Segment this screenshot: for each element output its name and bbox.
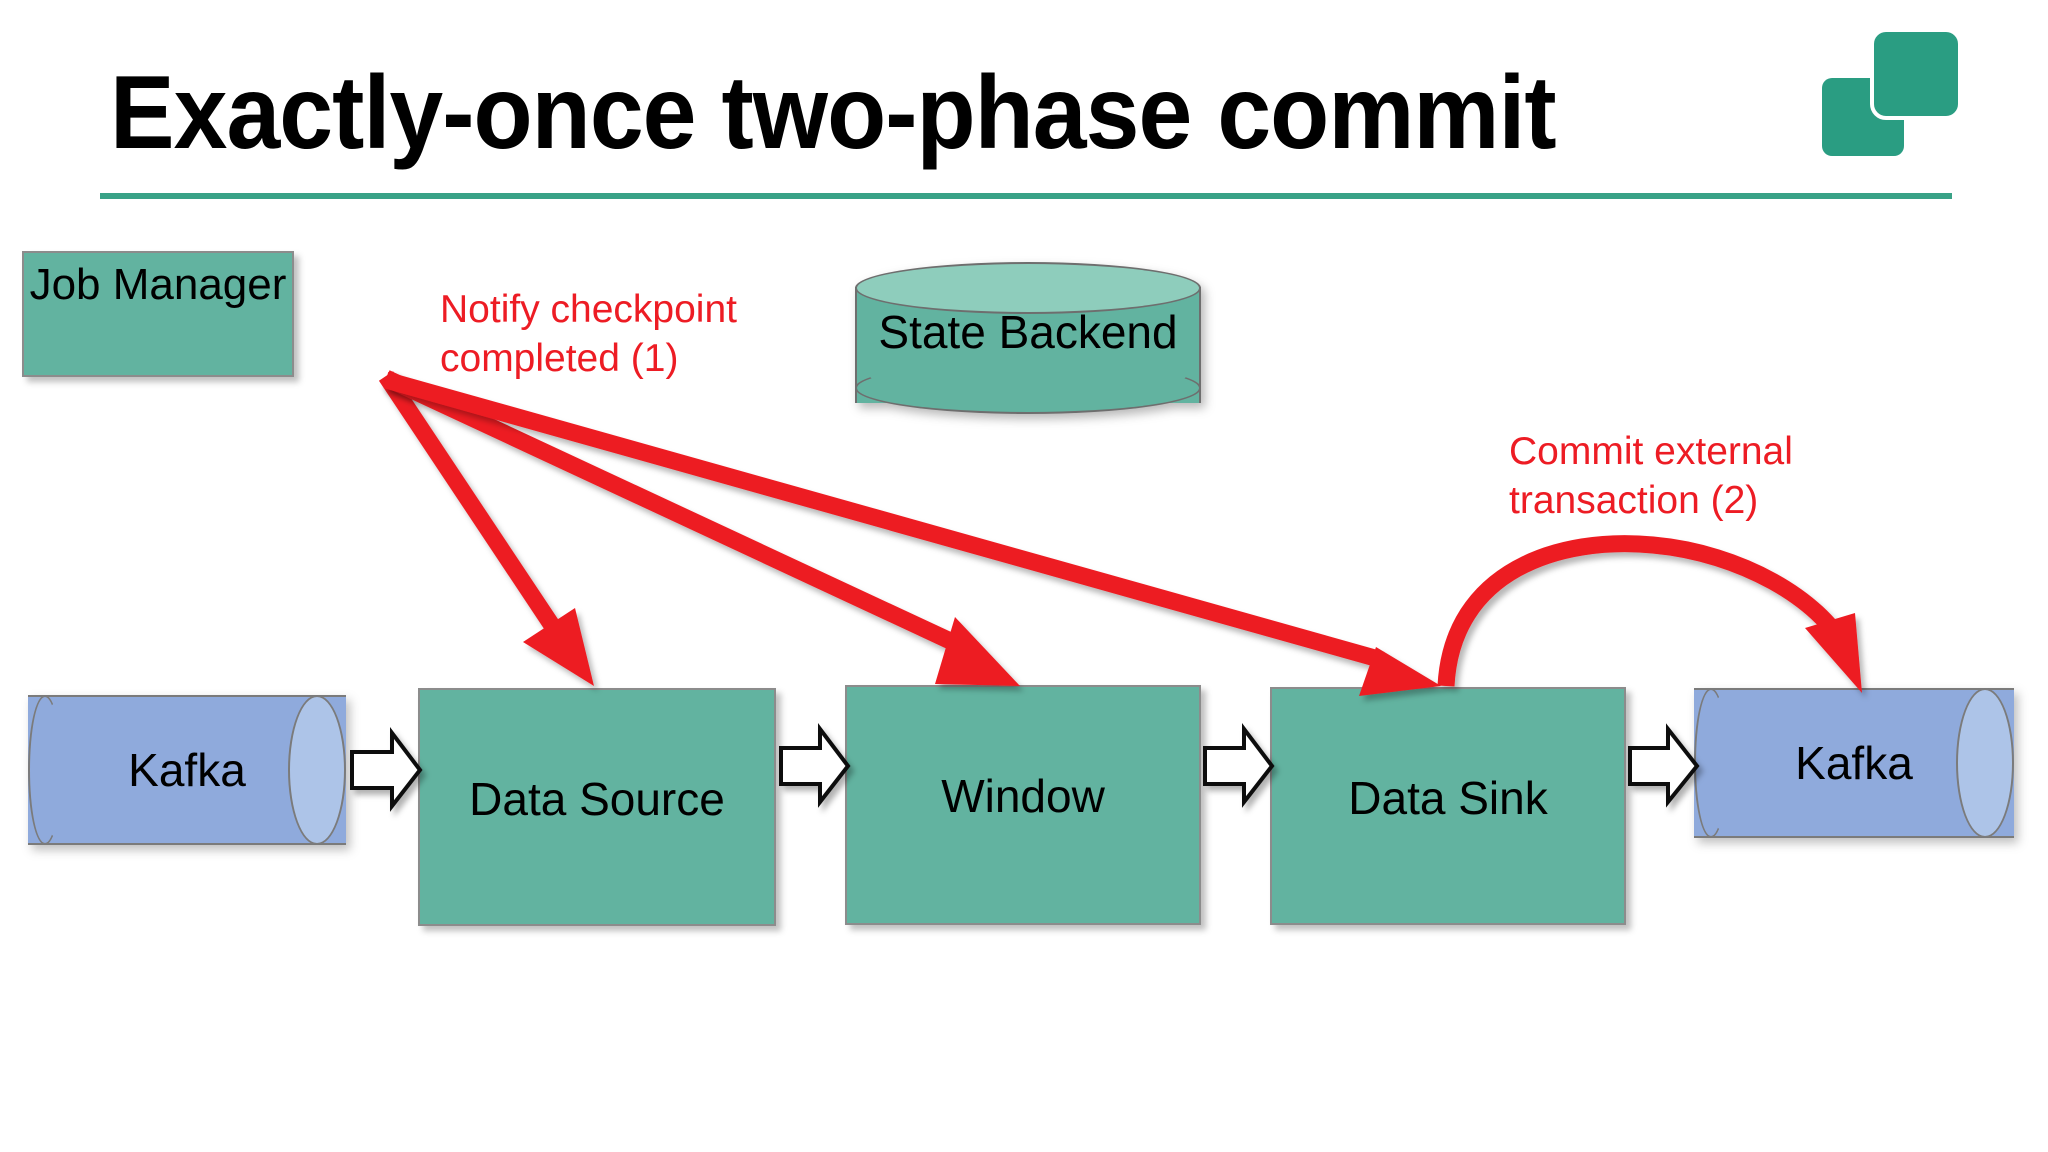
logo-square-front (1870, 28, 1962, 120)
node-data-sink-label: Data Sink (1348, 772, 1548, 824)
node-kafka-sink-label: Kafka (1795, 737, 1913, 789)
pipeline-arrow-window-to-sink (1203, 723, 1275, 808)
page-title: Exactly-once two-phase commit (110, 55, 1557, 171)
node-data-sink[interactable]: Data Sink (1270, 687, 1626, 925)
annotation-arrow-commit-external (1437, 535, 1862, 693)
annotation-notify-checkpoint-label: Notify checkpoint completed (1) (440, 288, 737, 380)
node-window-label: Window (941, 770, 1105, 822)
kafka-sink-right-cap (1956, 688, 2014, 838)
node-data-source[interactable]: Data Source (418, 688, 776, 926)
pipeline-arrow-source-to-window (779, 723, 851, 808)
node-data-source-label: Data Source (469, 773, 725, 825)
state-backend-top-ellipse (855, 262, 1201, 314)
kafka-source-right-cap (288, 695, 346, 845)
two-squares-logo-icon (1822, 28, 1962, 156)
node-job-manager-label: Job Manager (29, 260, 287, 309)
node-kafka-source[interactable]: Kafka (28, 695, 346, 845)
title-underline-rule (100, 193, 1952, 199)
node-window[interactable]: Window (845, 685, 1201, 925)
node-job-manager[interactable]: Job Manager (22, 251, 294, 377)
kafka-source-left-cap (28, 695, 62, 845)
node-state-backend-label: State Backend (878, 306, 1178, 358)
node-state-backend[interactable]: State Backend (855, 262, 1201, 428)
annotation-arrow-to-data-source (378, 371, 594, 686)
state-backend-bottom-ellipse (855, 362, 1201, 414)
node-kafka-sink[interactable]: Kafka (1694, 688, 2014, 838)
annotation-commit-external-label: Commit external transaction (2) (1509, 430, 1793, 522)
node-kafka-source-label: Kafka (128, 744, 246, 796)
pipeline-arrow-sink-to-kafka (1628, 723, 1700, 808)
